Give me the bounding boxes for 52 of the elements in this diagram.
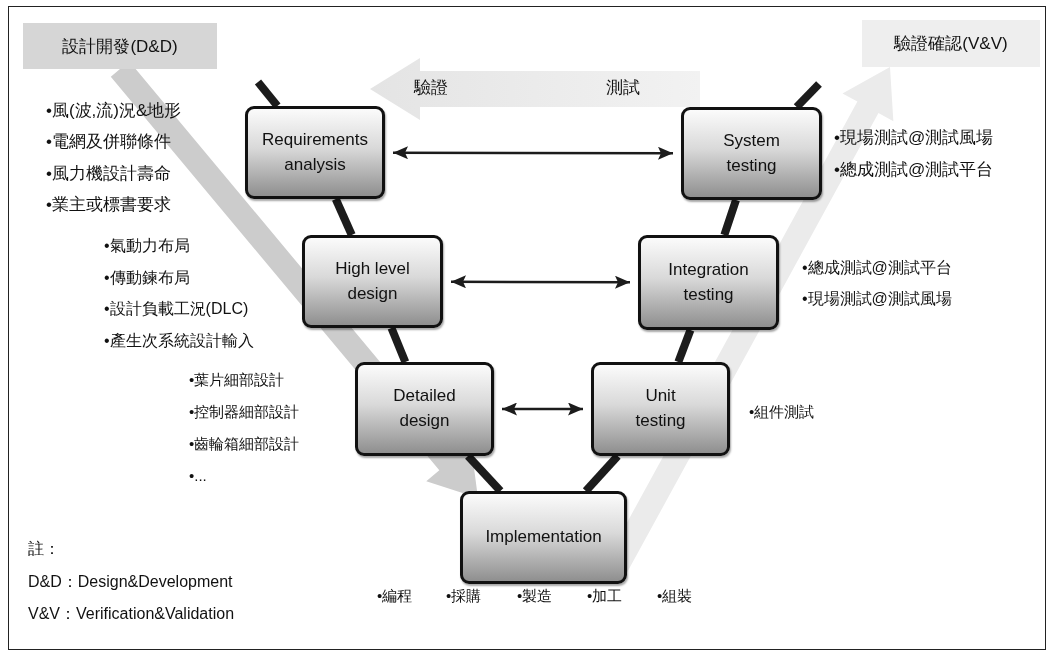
box-label: Requirements analysis <box>261 128 369 176</box>
bullet-text: •產生次系統設計輸入 <box>104 331 254 351</box>
connector-line <box>674 328 695 364</box>
double-arrow <box>502 402 583 416</box>
connector-line <box>720 198 740 237</box>
bullet-text: •風(波,流)況&地形 <box>46 101 182 122</box>
box-label: Detailed design <box>392 385 457 432</box>
double-arrow <box>393 146 673 160</box>
band-title: 設計開發(D&D) <box>62 35 178 58</box>
bullet-text: •總成測試@測試平台 <box>802 258 952 278</box>
process-box <box>355 362 494 456</box>
bullet-text: •製造 <box>517 587 553 605</box>
box-label: Unit testing <box>634 385 687 432</box>
bullet-text: •採購 <box>446 587 482 605</box>
bullet-text: •傳動鍊布局 <box>104 268 190 288</box>
bullet-text: •編程 <box>377 587 413 605</box>
process-box <box>638 235 779 330</box>
band-title: 驗證確認(V&V) <box>894 33 1008 55</box>
box-label: High level design <box>334 257 411 305</box>
bullet-text: •齒輪箱細部設計 <box>189 435 300 453</box>
bullet-text: •風力機設計壽命 <box>46 164 171 185</box>
note-text: V&V：Verification&Validation <box>28 604 235 624</box>
bullet-text: •葉片細部設計 <box>189 371 285 389</box>
arrow-label: 驗證 <box>414 78 448 99</box>
bullet-text: •組件測試 <box>749 403 815 421</box>
bullet-text: •業主或標書要求 <box>46 195 171 216</box>
connector-line <box>332 197 356 237</box>
box-label: Integration testing <box>667 258 750 306</box>
process-box <box>681 107 822 200</box>
process-box <box>591 362 730 456</box>
bullet-text: •設計負載工況(DLC) <box>104 299 249 319</box>
bullet-text: •控制器細部設計 <box>189 403 300 421</box>
bullet-text: •加工 <box>587 587 623 605</box>
bullet-text: •現場測試@測試風場 <box>802 289 952 309</box>
double-arrow <box>451 275 630 289</box>
note-text: D&D：Design&Development <box>28 572 233 592</box>
box-label: System testing <box>722 129 781 177</box>
bullet-text: •現場測試@測試風場 <box>834 128 994 149</box>
process-box <box>302 235 443 328</box>
process-box <box>460 491 627 584</box>
arrow-banner <box>370 58 700 120</box>
arrow-label: 測試 <box>606 78 640 99</box>
box-label: Implementation <box>484 526 603 549</box>
note-text: 註： <box>28 539 60 559</box>
bullet-text: •氣動力布局 <box>104 236 190 256</box>
process-box <box>245 106 385 199</box>
connector-line <box>387 326 410 364</box>
bullet-text: •... <box>189 467 207 485</box>
title-band <box>23 23 217 69</box>
bullet-text: •電網及併聯條件 <box>46 132 171 153</box>
bullet-text: •組裝 <box>657 587 693 605</box>
bullet-text: •總成測試@測試平台 <box>834 160 994 181</box>
